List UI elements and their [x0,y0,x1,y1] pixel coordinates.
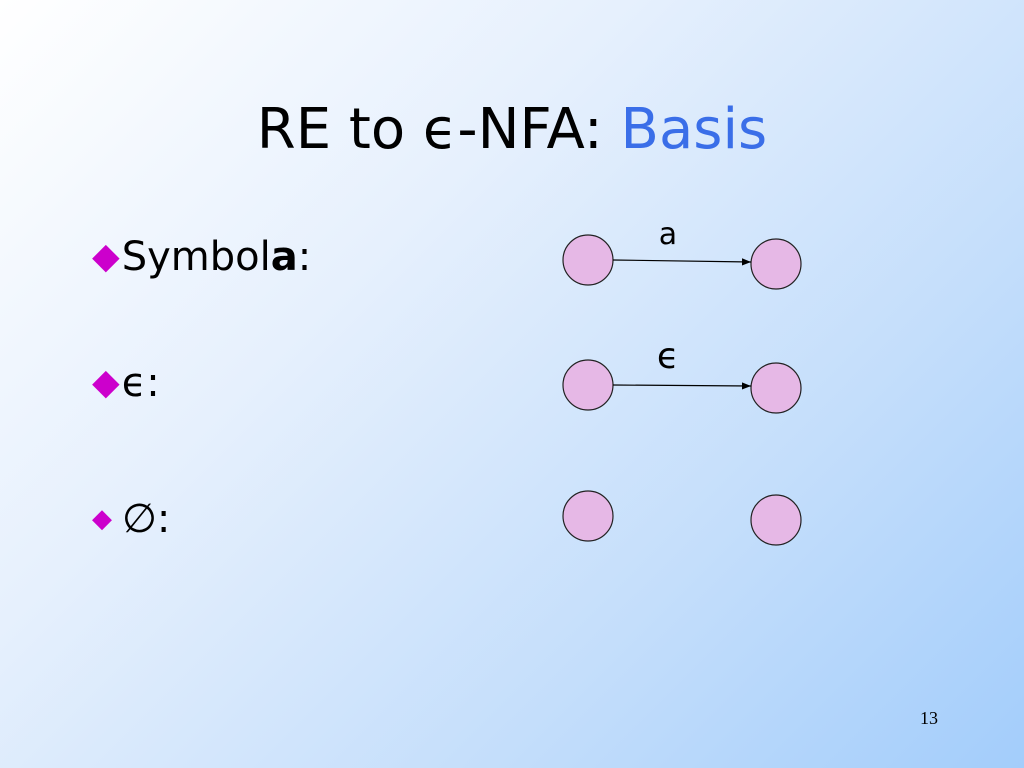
nfa-epsilon-edge-label: ϵ [657,336,679,377]
bullet-epsilon: ◆ ϵ: [92,358,160,408]
diamond-bullet-icon: ◆ [92,236,120,277]
bullet-epsilon-label: ϵ: [121,360,160,406]
nfa-empty-start-state [562,490,614,542]
nfa-epsilon-final-state [750,362,802,414]
diamond-bullet-icon: ◆ [92,504,112,534]
nfa-epsilon-transition [612,382,752,390]
title-accent: Basis [620,97,768,162]
bullet-symbol-suffix: : [297,234,312,280]
nfa-a-start-state [562,234,614,286]
slide-title: RE to ϵ-NFA: Basis [0,92,1024,168]
bullet-symbol-bold: a [270,234,298,280]
title-main: RE to ϵ-NFA: [256,97,621,162]
nfa-epsilon-start-state [562,359,614,411]
diamond-bullet-icon: ◆ [92,362,120,403]
bullet-empty-set-label: ∅: [122,496,171,542]
bullet-symbol: ◆ Symbol a: [92,232,311,282]
nfa-a-edge-label: a [659,217,677,252]
bullet-empty-set: ◆ ∅: [92,494,170,544]
bullet-symbol-label: Symbol [121,234,271,280]
nfa-a-final-state [750,238,802,290]
page-number: 13 [920,708,938,728]
nfa-a-transition [612,258,752,266]
nfa-empty-final-state [750,494,802,546]
